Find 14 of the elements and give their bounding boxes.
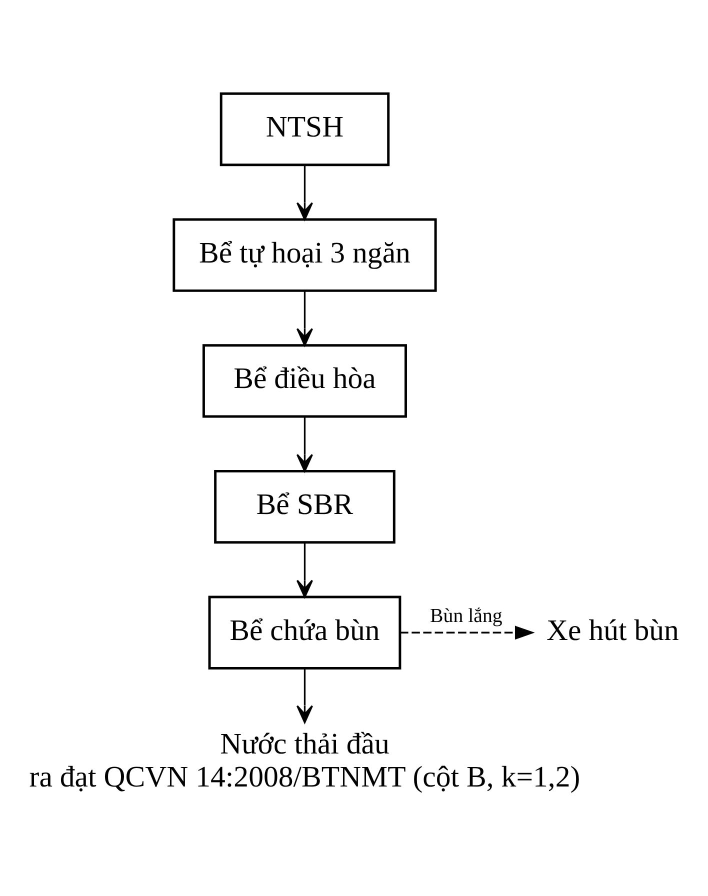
arrow [296, 416, 314, 472]
arrow [400, 626, 535, 640]
node-text: Nước thải đầu ra đạt QCVN 14:2008/BTNMT (cột B, k=1,2) [29, 727, 580, 794]
arrow [296, 290, 314, 346]
node-box: Bể SBR [214, 470, 396, 544]
node-box: Bể chứa bùn [208, 596, 402, 670]
arrow [296, 165, 314, 220]
node-box: Bể điều hòa [202, 344, 407, 418]
arrow [296, 542, 314, 598]
node-box: Bể tự hoại 3 ngăn [172, 218, 437, 292]
arrow [296, 668, 314, 724]
node-box: NTSH [220, 92, 390, 166]
node-text: Xe hút bùn [546, 614, 679, 647]
edge-label: Bùn lắng [430, 605, 502, 628]
